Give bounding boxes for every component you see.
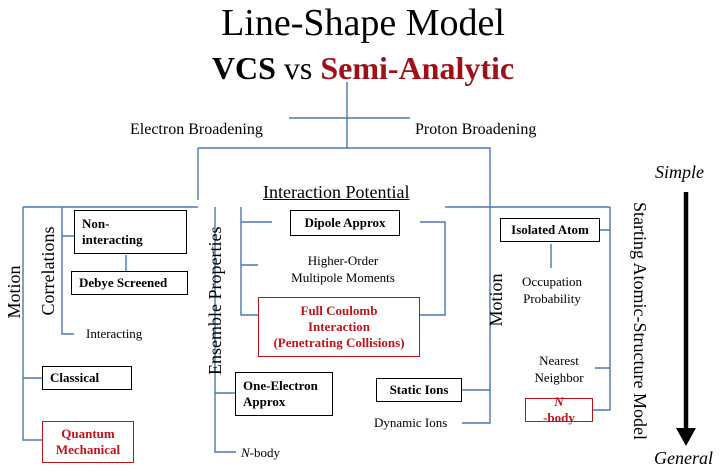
isolated-atom-label: Isolated Atom (511, 222, 589, 237)
one-electron-line2: Approx (243, 394, 286, 409)
dipole-approx-box: Dipole Approx (290, 210, 400, 236)
correlations-axis-label: Correlations (38, 226, 58, 316)
non-interacting-box: Non-interacting (74, 210, 187, 254)
page-title: Line-Shape Model (221, 2, 505, 44)
page-subtitle: VCS vs Semi-Analytic (0, 52, 726, 84)
dipole-approx-label: Dipole Approx (304, 215, 386, 230)
connector-atomic (593, 207, 611, 411)
occupation-line1: Occupation (522, 274, 582, 289)
multipole-line1: Higher-Order (307, 253, 379, 268)
nearest-line2: Neighbor (534, 370, 584, 385)
connector-electron-motion (22, 206, 198, 441)
non-interacting-line2: interacting (82, 232, 143, 247)
nearest-neighbor-label: Nearest Neighbor (523, 352, 595, 386)
static-ions-label: Static Ions (389, 382, 449, 397)
one-electron-line1: One-Electron (243, 378, 318, 393)
interacting-label: Interacting (86, 326, 143, 341)
electron-broadening-label: Electron Broadening (130, 121, 263, 138)
ion-nbody-box: N-body (525, 394, 593, 425)
electron-nbody-rest: -body (249, 445, 281, 460)
subtitle-vcs: VCS (211, 50, 276, 86)
atomic-structure-axis-label: Starting Atomic-Structure Model (630, 202, 650, 440)
debye-screened-label: Debye Screened (79, 275, 168, 290)
electron-nbody-italic: N (241, 445, 250, 460)
coulomb-line2: Interaction (307, 319, 371, 334)
non-interacting-line1: Non- (82, 216, 110, 231)
interaction-potential-heading: Interaction Potential (263, 182, 410, 202)
coulomb-line1: Full Coulomb (300, 303, 378, 318)
scale-general-label: General (654, 448, 713, 468)
connector-ensemble (214, 207, 236, 453)
connector-central (197, 147, 491, 200)
electron-motion-axis-label: Motion (4, 265, 24, 319)
quantum-line1: Quantum (61, 426, 115, 441)
subtitle-vs: vs (283, 50, 313, 86)
debye-screened-box: Debye Screened (71, 271, 188, 295)
scale-simple-label: Simple (655, 162, 704, 182)
occupation-probability-label: Occupation Probability (500, 273, 604, 307)
classical-label: Classical (50, 370, 100, 385)
nearest-line1: Nearest (539, 353, 579, 368)
multipole-label: Higher-Order Multipole Moments (268, 252, 418, 286)
ion-nbody-rest: -body (543, 410, 575, 425)
isolated-atom-box: Isolated Atom (500, 218, 600, 242)
subtitle-semi-analytic: Semi-Analytic (320, 50, 515, 86)
electron-nbody-label: N-body (241, 446, 280, 459)
scale-arrow-head (676, 428, 696, 446)
static-ions-box: Static Ions (376, 378, 462, 402)
multipole-line2: Multipole Moments (291, 270, 395, 285)
connector-potential-right (420, 206, 610, 316)
connector-potential-left (240, 207, 272, 316)
ensemble-properties-axis-label: Ensemble Properties (205, 226, 225, 375)
coulomb-line3: (Penetrating Collisions) (273, 335, 405, 350)
dynamic-ions-label: Dynamic Ions (374, 415, 448, 430)
full-coulomb-box: Full Coulomb Interaction (Penetrating Co… (258, 297, 420, 357)
connector-correlations (61, 207, 74, 335)
proton-broadening-label: Proton Broadening (415, 121, 537, 138)
ion-nbody-italic: N (554, 394, 564, 409)
classical-box: Classical (42, 366, 132, 390)
occupation-line2: Probability (523, 291, 581, 306)
connector-trunk (289, 82, 348, 119)
connector-ion-motion (462, 200, 491, 424)
quantum-line2: Mechanical (55, 442, 121, 457)
